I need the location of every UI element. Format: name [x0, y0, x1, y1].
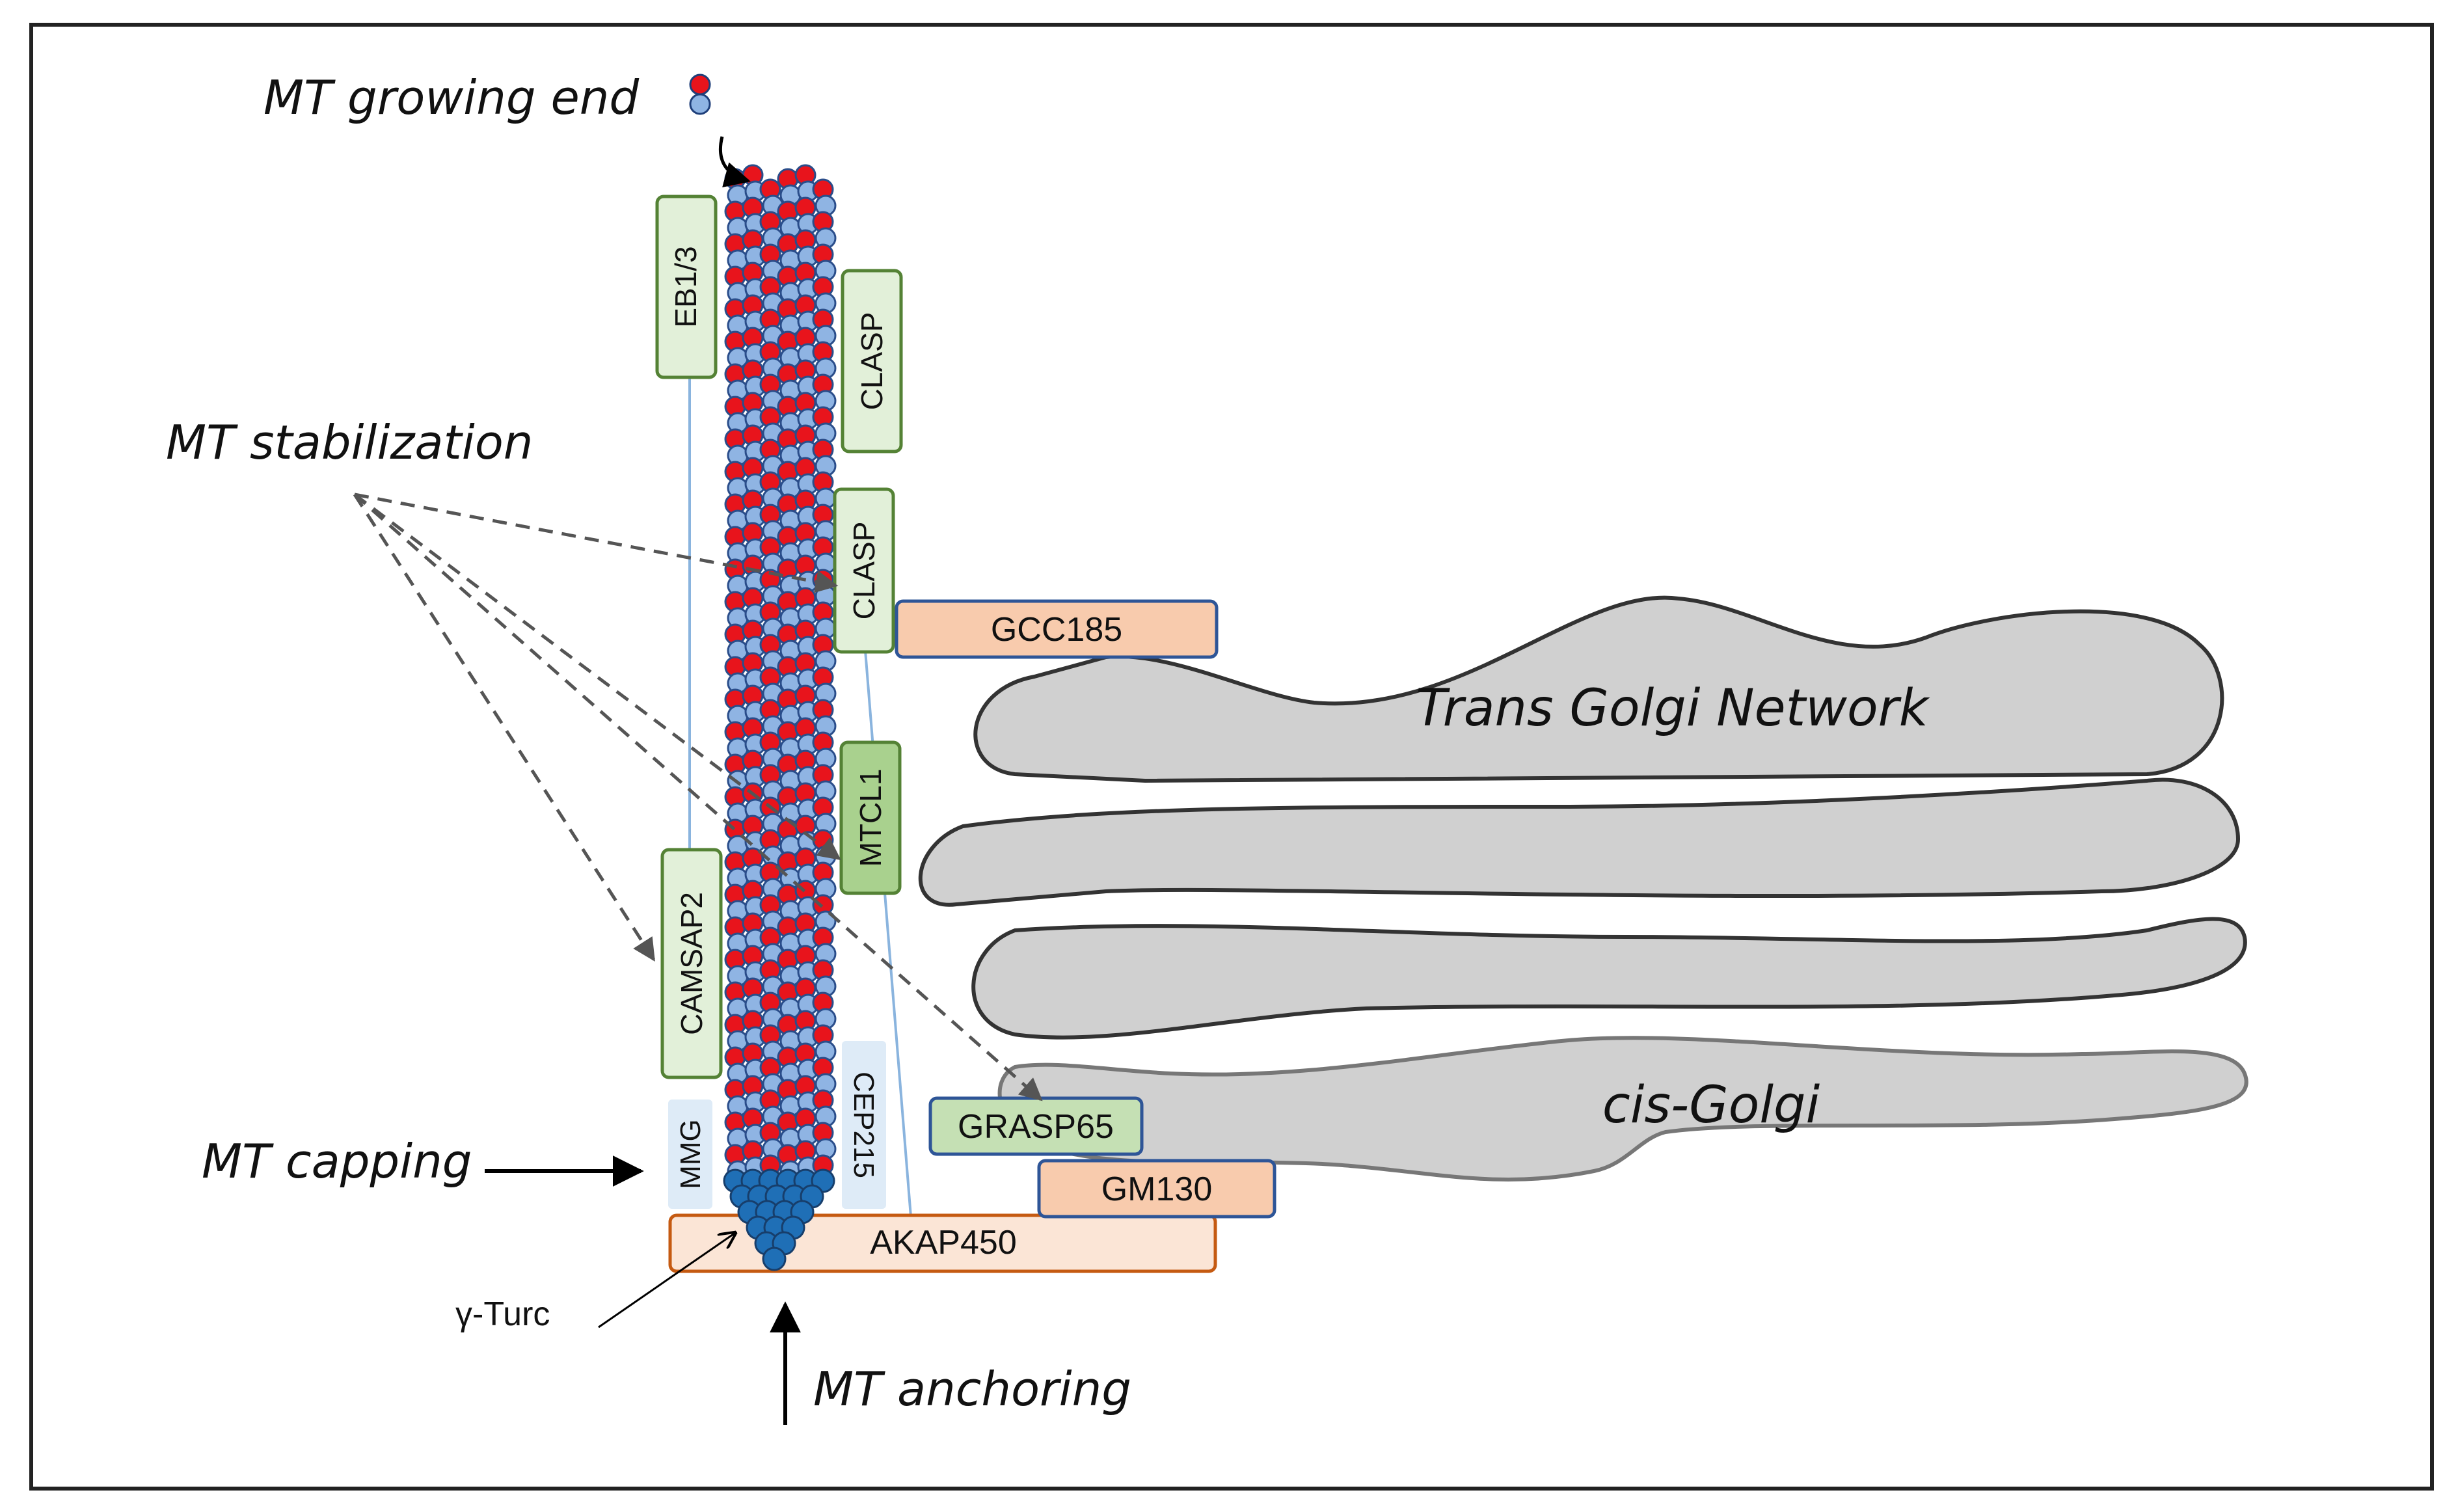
clasp-top-label: CLASP	[855, 312, 889, 411]
gamma-turc-complex	[723, 1168, 835, 1271]
grasp65-label: GRASP65	[958, 1108, 1114, 1146]
gm130-box	[1037, 1159, 1276, 1219]
mmg-label: MMG	[675, 1119, 707, 1189]
eb13-box	[655, 195, 718, 379]
microtubule-lattice	[724, 164, 837, 1182]
stabilization-arrows	[353, 493, 1043, 1101]
mmg-box	[668, 1100, 712, 1209]
gcc185-label: GCC185	[991, 611, 1122, 649]
anchoring-label: MT anchoring	[813, 1362, 1131, 1416]
clasp-top-box	[841, 269, 903, 453]
growing-end-arrow	[718, 136, 751, 188]
growing-end-label: MT growing end	[263, 70, 640, 125]
golgi-cisterna-2	[918, 777, 2241, 907]
stabilization-label: MT stabilization	[166, 415, 533, 470]
camsap2-box	[660, 848, 723, 1079]
mtcl1-box	[839, 740, 902, 895]
gamma-turc-arrow	[598, 1233, 735, 1329]
trans-golgi-network-label: Trans Golgi Network	[1416, 679, 1930, 738]
gcc185-box	[895, 599, 1219, 659]
cep215-label: CEP215	[848, 1072, 880, 1178]
gamma-turc-label: γ-Turc	[455, 1295, 550, 1333]
camsap2-label: CAMSAP2	[675, 892, 708, 1035]
eb13-label: EB1/3	[669, 246, 703, 327]
cis-golgi-cisterna	[997, 1036, 2248, 1181]
cep215-box	[842, 1041, 886, 1209]
mtcl1-label: MTCL1	[854, 769, 887, 867]
clasp-mid-label: CLASP	[847, 522, 881, 620]
golgi-cisterna-3	[971, 917, 2247, 1040]
trans-golgi-network-cisterna	[973, 595, 2224, 783]
capping-label: MT capping	[202, 1134, 472, 1189]
akap450-label: AKAP450	[870, 1224, 1017, 1262]
cis-golgi-label: cis-Golgi	[1602, 1076, 1820, 1135]
gamma-turc-subunit	[762, 1247, 787, 1271]
gm130-label: GM130	[1101, 1170, 1213, 1208]
akap450-box	[668, 1213, 1217, 1273]
tubulin-dimer-icon	[689, 74, 711, 115]
